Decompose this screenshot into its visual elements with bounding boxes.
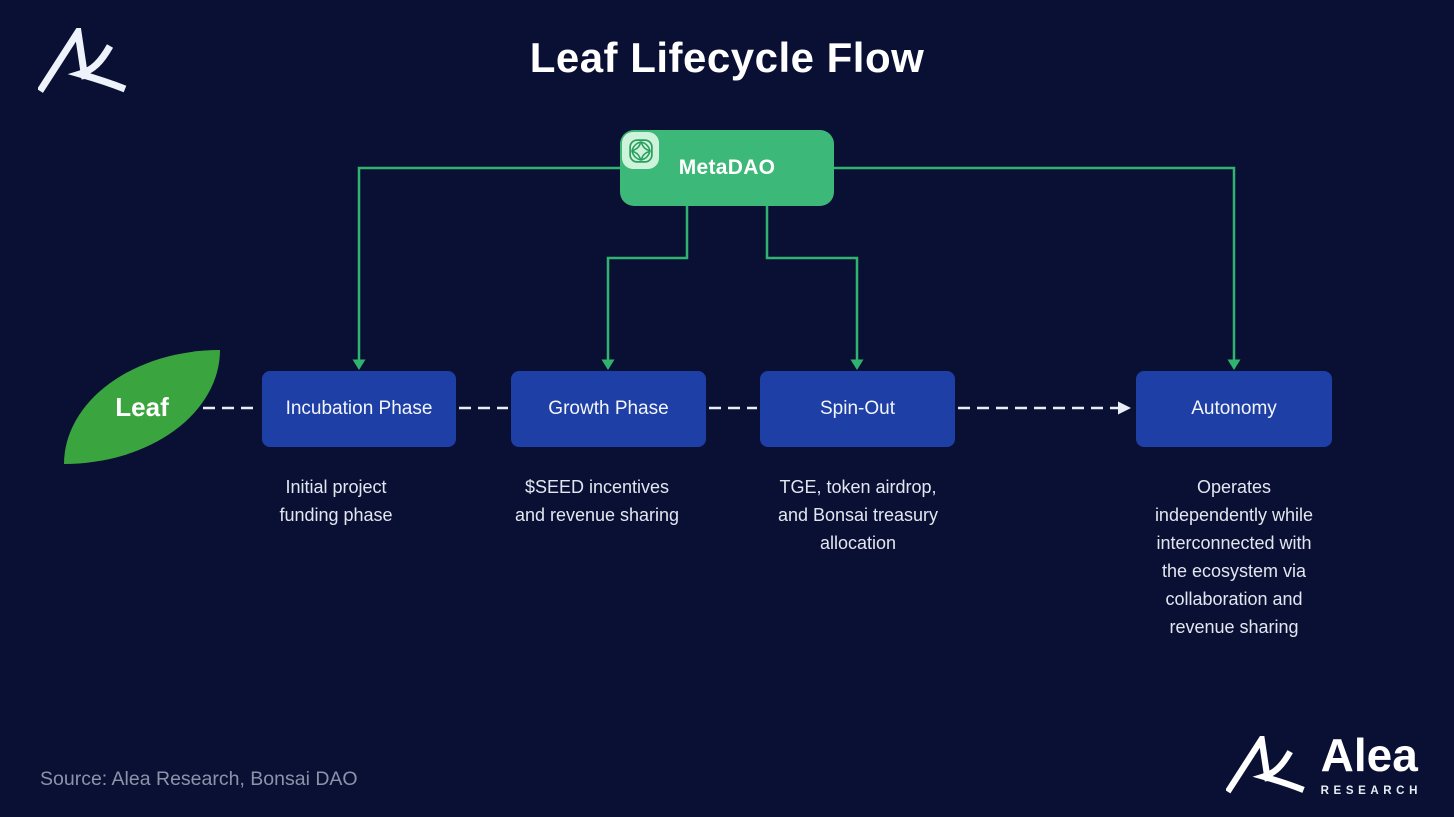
brand-subtitle: RESEARCH [1320,785,1422,797]
connector-metadao-autonomy [834,166,1236,360]
arrowhead-flow-icon [1118,401,1131,415]
page-title: Leaf Lifecycle Flow [529,34,925,81]
stage-description-growth: $SEED incentives and revenue sharing [514,477,680,525]
metadao-node: MetaDAO [620,130,834,206]
green-arrowheads [352,359,1241,370]
connector-metadao-spinout [765,206,859,360]
stage-description-autonomy: Operates independently while interconnec… [1154,477,1314,637]
stage-box-incubation: Incubation Phase [262,371,456,447]
brand-name: Alea [1320,729,1418,781]
stage-description-incubation: Initial project funding phase [279,477,393,525]
arrowhead-spinout-icon [850,359,864,370]
stage-box-autonomy: Autonomy [1136,371,1332,447]
stage-label: Growth Phase [548,398,669,419]
stage-box-spinout: Spin-Out [760,371,955,447]
connector-metadao-incubation [357,166,620,360]
arrowhead-incubation-icon [352,359,366,370]
stage-box-growth: Growth Phase [511,371,706,447]
brand-text: Alea RESEARCH [1321,732,1422,797]
alea-logo-icon [1225,735,1305,793]
metadao-pinwheel-icon [628,138,653,163]
brand-lockup: Alea RESEARCH [1225,732,1422,797]
leaf-node: Leaf [64,350,220,464]
stage-label: Autonomy [1191,398,1277,419]
leaf-label: Leaf [115,391,169,422]
connector-metadao-growth [606,206,689,360]
stage-description-spinout: TGE, token airdrop, and Bonsai treasury … [777,477,939,553]
metadao-icon-tile [622,132,659,169]
arrowhead-growth-icon [601,359,615,370]
stage-label: Incubation Phase [285,398,433,419]
stage-label: Spin-Out [820,398,895,419]
metadao-label: MetaDAO [678,156,776,179]
source-note: Source: Alea Research, Bonsai DAO [40,768,358,790]
arrowhead-autonomy-icon [1227,359,1241,370]
alea-logo-icon [38,28,127,93]
